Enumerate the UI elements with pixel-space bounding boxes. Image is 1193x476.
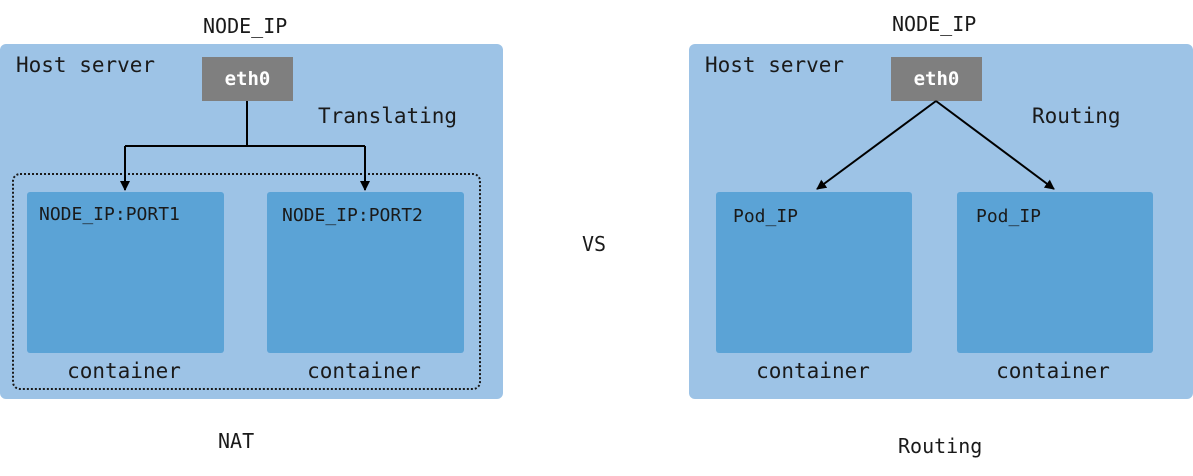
left-host-label: Host server — [16, 53, 156, 77]
right-eth0-interface: eth0 — [891, 57, 982, 101]
left-node-ip-label: NODE_IP — [203, 14, 288, 38]
left-nat-caption: NAT — [218, 429, 255, 453]
left-eth0-interface: eth0 — [202, 57, 293, 101]
right-routing-caption: Routing — [898, 434, 983, 458]
right-host-label: Host server — [705, 53, 845, 77]
right-mode-label: Routing — [1032, 104, 1121, 128]
left-container-2 — [267, 192, 464, 353]
left-container-1 — [27, 192, 224, 353]
right-container-2 — [957, 192, 1153, 353]
left-container-1-name: container — [67, 359, 181, 383]
right-container-2-name: container — [996, 359, 1110, 383]
right-container-2-ip: Pod_IP — [976, 206, 1042, 227]
left-container-1-ip: NODE_IP:PORT1 — [39, 204, 180, 225]
vs-label: VS — [582, 232, 607, 256]
right-container-1-ip: Pod_IP — [733, 206, 799, 227]
left-container-2-ip: NODE_IP:PORT2 — [282, 205, 423, 226]
left-container-group — [12, 173, 481, 390]
right-node-ip-label: NODE_IP — [892, 12, 977, 36]
left-mode-label: Translating — [318, 104, 458, 128]
right-container-1-name: container — [756, 359, 870, 383]
right-container-1 — [716, 192, 912, 353]
left-container-2-name: container — [307, 359, 421, 383]
